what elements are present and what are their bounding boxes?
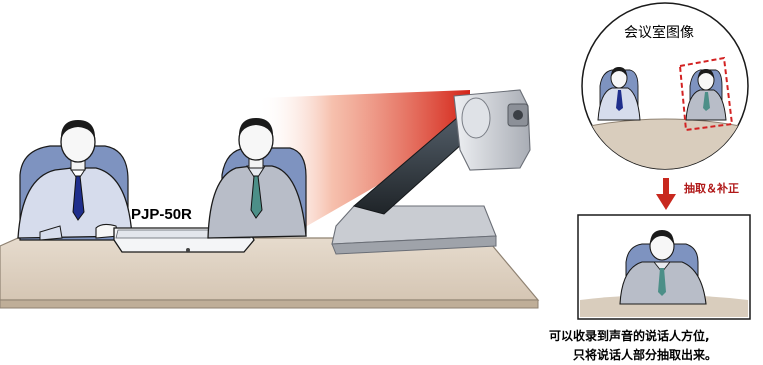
device-model-label: PJP-50R [131, 206, 192, 223]
inset-speaker-icon [598, 67, 640, 120]
caption-line-2: 只将说话人部分抽取出来。 [573, 346, 717, 363]
extraction-label: 抽取＆补正 [684, 180, 739, 196]
conference-table [0, 238, 538, 308]
extraction-arrow-icon [656, 178, 676, 210]
speaker-person-icon [18, 120, 132, 240]
caption-line-1: 可以收录到声音的说话人方位, [549, 327, 710, 344]
extracted-speaker-frame [578, 215, 750, 319]
inset-title: 会议室图像 [624, 22, 694, 42]
